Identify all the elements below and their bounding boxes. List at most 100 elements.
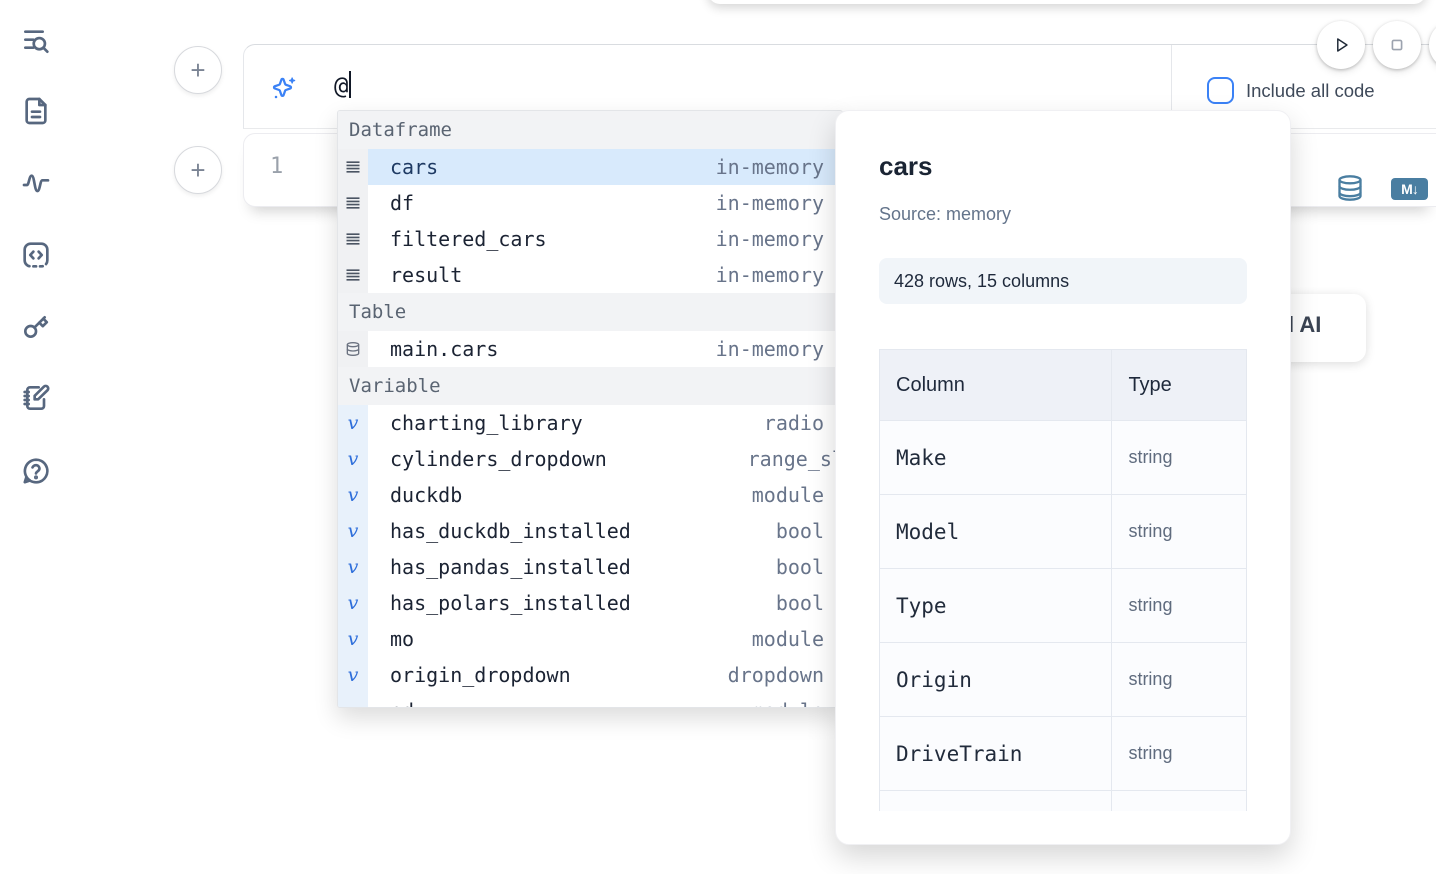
autocomplete-item[interactable]: v origin_dropdown dropdown (338, 657, 842, 693)
ai-button-label: l AI (1288, 312, 1322, 337)
item-type: bool (775, 519, 824, 543)
item-name: duckdb (390, 483, 463, 507)
sidebar-button-code-snippet[interactable] (20, 239, 52, 271)
rows-icon (338, 257, 368, 293)
database-icon (338, 331, 368, 367)
sidebar-button-list-search[interactable] (20, 25, 52, 57)
item-name: cars (390, 155, 439, 179)
column-type: string (1128, 743, 1173, 763)
markdown-icon[interactable]: M↓ (1391, 178, 1428, 200)
stop-button[interactable] (1373, 21, 1421, 69)
item-type: dropdown (727, 663, 824, 687)
divider (1171, 45, 1172, 129)
add-cell-button-bottom[interactable]: + (174, 146, 222, 194)
item-name: origin_dropdown (390, 663, 571, 687)
shape-badge: 428 rows, 15 columns (879, 258, 1247, 304)
variable-icon: v (338, 693, 368, 707)
dataframe-preview-panel: cars Source: memory 428 rows, 15 columns… (835, 110, 1291, 845)
include-all-code-checkbox[interactable] (1207, 77, 1234, 104)
sparkles-ai-icon (269, 74, 299, 104)
stop-square-icon (1391, 39, 1403, 51)
rows-icon (338, 149, 368, 185)
autocomplete-section-header: Table (338, 293, 842, 331)
list-search-icon (20, 30, 52, 61)
item-name: has_polars_installed (390, 591, 631, 615)
column-name: Model (896, 519, 960, 544)
column-type: string (1128, 521, 1173, 541)
item-type: radio (763, 411, 824, 435)
sidebar (0, 0, 70, 874)
column-type: string (1128, 595, 1173, 615)
add-cell-button-top[interactable]: + (174, 46, 222, 94)
run-button[interactable] (1317, 21, 1365, 69)
item-name: mo (390, 627, 415, 651)
schema-row: DriveTrain string (879, 716, 1247, 791)
variable-icon: v (338, 477, 368, 513)
item-name: cylinders_dropdown (390, 447, 607, 471)
column-name: Type (896, 593, 947, 618)
preview-source: Source: memory (879, 204, 1012, 224)
item-name: result (390, 263, 463, 287)
item-name: has_pandas_installed (390, 555, 631, 579)
autocomplete-item[interactable]: v has_polars_installed bool (338, 585, 842, 621)
item-type: in-memory (715, 337, 824, 361)
include-all-code-label: Include all code (1246, 79, 1375, 101)
variable-icon: v (338, 513, 368, 549)
key-icon (20, 316, 52, 346)
sidebar-button-file-text[interactable] (20, 95, 52, 127)
item-name: charting_library (390, 411, 583, 435)
variable-icon: v (338, 657, 368, 693)
autocomplete-item[interactable]: filtered_cars in-memory (338, 221, 842, 257)
autocomplete-section-header: Dataframe (338, 111, 842, 149)
extra-action-button[interactable] (1429, 21, 1436, 69)
autocomplete-section-header: Variable (338, 367, 842, 405)
item-type: in-memory (715, 155, 824, 179)
rows-icon (338, 221, 368, 257)
activity-icon (20, 174, 52, 203)
item-name: filtered_cars (390, 227, 547, 251)
column-type: string (1128, 447, 1173, 467)
item-name: pd (390, 699, 414, 707)
autocomplete-item[interactable]: v pd module (338, 693, 842, 707)
help-chat-icon (20, 458, 52, 491)
include-all-code-control[interactable]: Include all code (1207, 77, 1375, 104)
schema-row: Type string (879, 568, 1247, 643)
sidebar-button-notebook-pen[interactable] (20, 382, 52, 414)
item-type: module (752, 699, 842, 707)
code-snippet-icon (20, 242, 52, 275)
item-type: bool (775, 591, 824, 615)
schema-row-partial (879, 790, 1247, 811)
line-number: 1 (270, 154, 284, 179)
item-name: has_duckdb_installed (390, 519, 631, 543)
variable-icon: v (338, 405, 368, 441)
item-name: df (390, 191, 415, 215)
prompt-input[interactable]: @ (334, 71, 352, 100)
variable-icon: v (338, 585, 368, 621)
sidebar-button-key[interactable] (20, 310, 52, 342)
autocomplete-item[interactable]: cars in-memory (338, 149, 842, 185)
sidebar-button-help-chat[interactable] (20, 455, 52, 487)
text-cursor (349, 71, 352, 98)
schema-row: Model string (879, 494, 1247, 569)
column-name: DriveTrain (896, 741, 1023, 766)
autocomplete-item[interactable]: v charting_library radio (338, 405, 842, 441)
item-type: in-memory (715, 227, 824, 251)
datasource-icon[interactable] (1336, 174, 1364, 202)
sidebar-button-activity[interactable] (20, 167, 52, 199)
autocomplete-item[interactable]: result in-memory (338, 257, 842, 293)
item-type: module (751, 627, 824, 651)
item-type: in-memory (715, 263, 824, 287)
autocomplete-item[interactable]: v has_duckdb_installed bool (338, 513, 842, 549)
previous-cell-edge (708, 0, 1426, 4)
item-type: bool (775, 555, 824, 579)
